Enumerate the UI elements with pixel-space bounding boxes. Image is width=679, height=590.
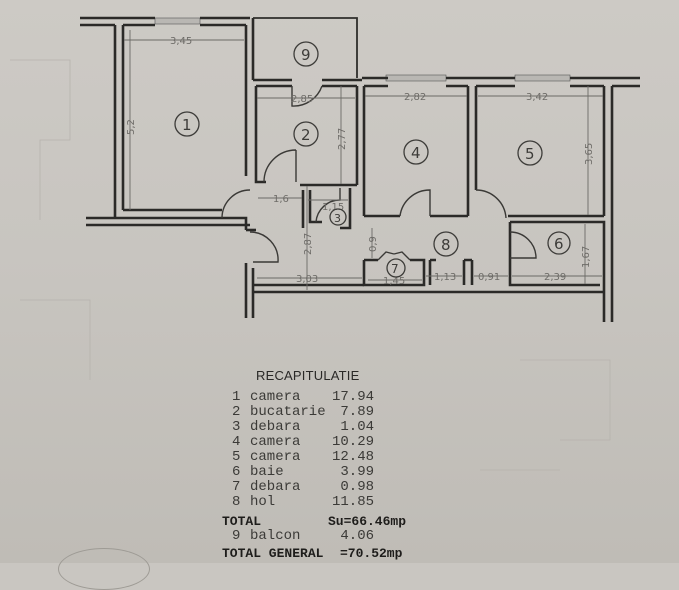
svg-text:1: 1 [182,116,192,134]
window-room5 [514,74,571,82]
room-marker-8: 8 [433,231,459,257]
dim-room2-width: 2,85 [291,94,313,105]
dim-room3-width: 1,15 [322,202,344,213]
svg-text:7: 7 [391,262,399,276]
dim-corridor: 1,6 [273,194,289,205]
dim-room4-width: 2,82 [404,92,426,103]
dim-hall-0-9: 0,9 [368,236,379,252]
room-marker-1: 1 [174,111,200,137]
row-index: 2 [232,404,241,420]
recap-row: 5 camera 12.48 [218,450,458,465]
room-markers: 1 2 3 4 5 6 7 8 9 [174,41,571,278]
total-label: TOTAL [222,514,262,529]
row-index: 7 [232,479,241,495]
dimension-labels: 3,45 5,2 2,85 2,77 2,82 3,42 3,65 1,6 1,… [126,36,595,287]
dim-hall-width: 3,03 [296,274,318,285]
svg-text:4: 4 [411,144,421,162]
stamp-mark [58,548,150,590]
total-value: Su=66.46mp [328,514,407,529]
dim-hall-height: 2,87 [303,233,314,255]
row-value: 12.48 [331,449,374,465]
recap-row: 3 debara 1.04 [218,420,458,435]
grand-total-label: TOTAL GENERAL [222,546,324,561]
row-index: 5 [232,449,241,465]
room-marker-9: 9 [293,41,319,67]
window-room1 [154,17,201,25]
dim-hall-0-91: 0,91 [478,272,500,283]
row-value: 1.04 [340,419,374,435]
dim-room6-length: 1,67 [581,246,592,268]
room-marker-3: 3 [329,208,347,226]
row-value: 11.85 [331,494,374,510]
svg-text:2: 2 [301,126,311,144]
row-value: 10.29 [331,434,374,450]
row-name: hol [250,494,276,510]
row-name: camera [250,434,301,450]
room-marker-7: 7 [386,258,406,278]
recap-row: 2 bucatarie 7.89 [218,405,458,420]
walls [80,16,640,322]
row-name: baie [250,464,284,480]
row-value: 3.99 [340,464,374,480]
paper-background [0,0,679,563]
room-marker-4: 4 [403,139,429,165]
grand-total-value: =70.52mp [340,546,403,561]
row-name: camera [250,449,301,465]
row-index: 3 [232,419,241,435]
dim-hall-1-13: 1,13 [434,272,456,283]
room-marker-6: 6 [547,231,571,255]
recap-title: RECAPITULATIE [256,368,360,383]
svg-text:6: 6 [554,235,564,253]
recap-row: 6 baie 3.99 [218,465,458,480]
dimension-lines [124,30,603,290]
recap-row-balcony: 9 balcon 4.06 [218,529,458,544]
svg-text:8: 8 [441,236,451,254]
room-marker-5: 5 [517,140,543,166]
dim-room6-width: 2,39 [544,272,566,283]
row-value: 7.89 [340,404,374,420]
doors [221,85,537,263]
row-value: 4.06 [340,528,374,544]
dim-room5-length: 3,65 [584,143,595,165]
recap-row: 7 debara 0.98 [218,480,458,495]
row-value: 0.98 [340,479,374,495]
row-value: 17.94 [331,389,374,405]
row-index: 8 [232,494,241,510]
dim-room5-width: 3,42 [526,92,548,103]
window-room4 [385,74,447,82]
svg-text:9: 9 [301,46,311,64]
dim-room1-width: 3,45 [170,36,192,47]
room-marker-2: 2 [293,121,319,147]
row-index: 1 [232,389,241,405]
row-index: 9 [232,528,241,544]
row-name: balcon [250,528,301,544]
row-name: camera [250,389,301,405]
row-name: debara [250,479,301,495]
dim-room7-width: 1,45 [383,276,405,287]
recap-row: 1 camera 17.94 [218,390,458,405]
row-name: debara [250,419,301,435]
dim-room2-length: 2,77 [337,128,348,150]
row-name: bucatarie [250,404,326,420]
row-index: 6 [232,464,241,480]
svg-text:5: 5 [525,145,535,163]
faint-background-lines [10,59,611,471]
recap-row: 8 hol 11.85 [218,495,458,510]
floor-plan: 3,45 5,2 2,85 2,77 2,82 3,42 3,65 1,6 1,… [10,16,640,471]
recap-row: 4 camera 10.29 [218,435,458,450]
dim-room1-length: 5,2 [126,119,137,135]
row-index: 4 [232,434,241,450]
svg-text:3: 3 [334,212,341,225]
